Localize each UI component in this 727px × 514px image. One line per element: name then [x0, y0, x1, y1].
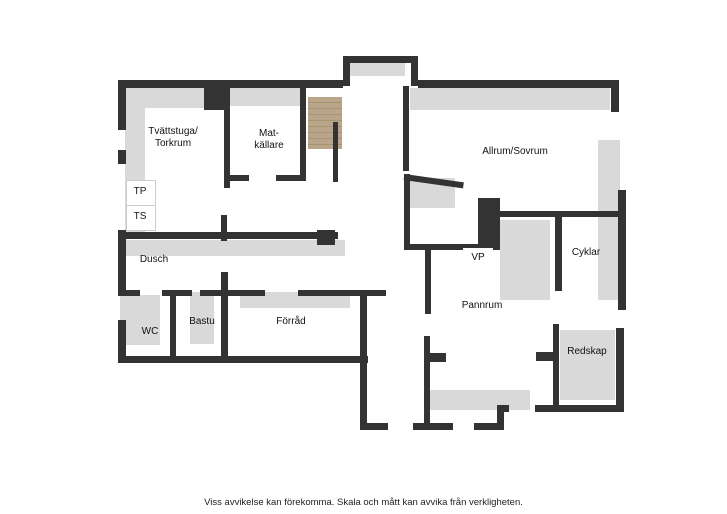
- wall: [616, 328, 624, 410]
- wall: [118, 232, 338, 239]
- wall: [162, 290, 192, 296]
- room-label-redskap: Redskap: [567, 346, 607, 357]
- wall: [418, 80, 618, 88]
- wall: [536, 352, 556, 361]
- wall: [343, 56, 350, 86]
- wall: [425, 244, 431, 314]
- wall: [224, 175, 249, 181]
- wall: [118, 230, 126, 290]
- wall: [535, 405, 624, 412]
- wall: [343, 56, 418, 63]
- wall: [170, 290, 176, 360]
- wall: [360, 423, 388, 430]
- wall: [118, 150, 126, 164]
- room-label-ts: TS: [133, 211, 147, 222]
- room-label-pannrum: Pannrum: [461, 300, 503, 311]
- wall-face: [430, 390, 530, 410]
- wall: [404, 174, 410, 250]
- wall: [118, 356, 368, 363]
- wall: [553, 324, 559, 410]
- wall: [618, 190, 626, 310]
- wall: [411, 56, 418, 86]
- wall: [428, 353, 446, 362]
- room-label-forrad: Förråd: [276, 316, 306, 327]
- wall: [298, 290, 386, 296]
- wall: [494, 211, 500, 247]
- room-label-bastu: Bastu: [189, 316, 215, 327]
- wall: [333, 122, 338, 182]
- wall: [118, 290, 140, 296]
- wall: [404, 244, 499, 250]
- wall: [200, 290, 265, 296]
- wall-face: [560, 330, 615, 400]
- room-label-matkallare: Mat- källare: [244, 128, 294, 152]
- wall-face: [230, 88, 300, 106]
- wall-face: [125, 88, 205, 108]
- wall: [424, 336, 430, 429]
- wall: [611, 80, 619, 112]
- wall-face: [120, 295, 160, 345]
- room-label-dusch: Dusch: [139, 254, 169, 265]
- wall: [221, 272, 228, 360]
- room-label-allrum: Allrum/Sovrum: [482, 146, 548, 157]
- wall: [300, 86, 306, 181]
- wall-face: [345, 62, 405, 76]
- wall: [118, 80, 126, 130]
- disclaimer-text: Viss avvikelse kan förekomma. Skala och …: [204, 497, 523, 508]
- wall-face: [410, 88, 610, 110]
- room-label-cyklar: Cyklar: [571, 247, 601, 258]
- wall: [360, 292, 367, 429]
- room-label-wc: WC: [141, 326, 159, 337]
- wall: [474, 423, 504, 430]
- room-label-line: Torkrum: [154, 138, 192, 149]
- wall-face: [598, 140, 620, 300]
- wall: [221, 215, 227, 241]
- room-label-vp: VP: [471, 252, 485, 263]
- wall: [555, 211, 562, 291]
- wall: [118, 80, 343, 88]
- wall: [118, 320, 126, 362]
- wall-face: [240, 292, 350, 308]
- wall-face: [125, 240, 345, 256]
- room-label-line: källare: [254, 140, 284, 151]
- wall: [224, 88, 230, 188]
- room-label-tp: TP: [133, 186, 147, 197]
- ts-box: [126, 205, 156, 231]
- wall-face: [500, 220, 550, 300]
- wall: [204, 80, 226, 110]
- room-label-line: Mat-: [259, 128, 279, 139]
- room-label-line: Tvättstuga/: [148, 126, 198, 137]
- room-label-tvattstuga: Tvättstuga/ Torkrum: [138, 126, 208, 150]
- wall: [403, 86, 409, 171]
- wall-face: [190, 292, 214, 344]
- wall: [497, 405, 504, 430]
- wall: [413, 423, 453, 430]
- wall: [497, 405, 509, 412]
- vp-box: [463, 248, 493, 268]
- wall: [276, 175, 306, 181]
- wall: [317, 230, 335, 245]
